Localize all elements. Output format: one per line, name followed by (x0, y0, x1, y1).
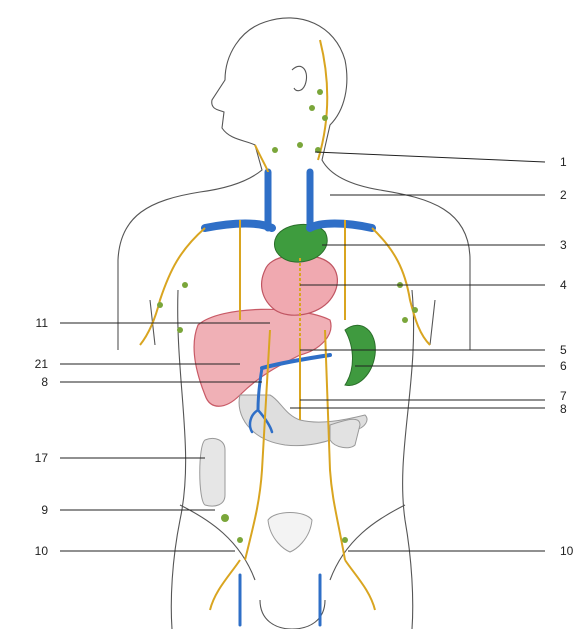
label-6: 6 (560, 360, 567, 372)
label-9: 9 (18, 504, 48, 516)
label-2: 2 (560, 189, 567, 201)
label-17: 17 (18, 452, 48, 464)
label-5: 5 (560, 344, 567, 356)
label-10-left: 10 (18, 545, 48, 557)
bladder (268, 513, 312, 553)
small-intestine (330, 419, 360, 447)
label-3: 3 (560, 239, 567, 251)
label-8-right: 8 (560, 403, 567, 415)
thymus (275, 224, 328, 262)
label-7: 7 (560, 390, 567, 402)
label-8-left: 8 (18, 376, 48, 388)
spleen (345, 325, 375, 385)
label-4: 4 (560, 279, 567, 291)
colon (200, 438, 225, 506)
label-21: 21 (18, 358, 48, 370)
label-11: 11 (18, 317, 48, 329)
label-1: 1 (560, 156, 567, 168)
label-10-right: 10 (560, 545, 573, 557)
